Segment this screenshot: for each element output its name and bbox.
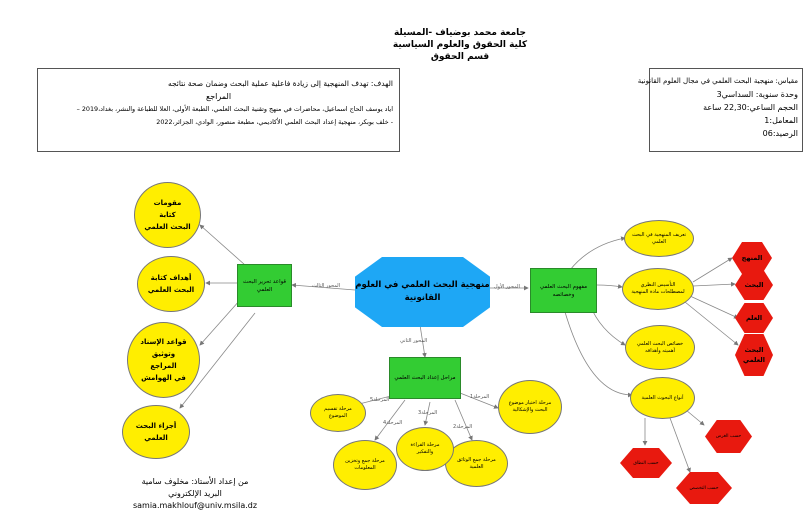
ellipse-methodology-definition: تعريف المنهجية في البحث العلمي	[624, 220, 694, 257]
edge-s2	[454, 399, 473, 441]
edge-left-e3	[199, 299, 241, 346]
ellipse-r1-label: تعريف المنهجية في البحث العلمي	[631, 231, 687, 245]
department-name: قسم الحقوق	[430, 52, 490, 62]
edge-left-e1	[199, 224, 246, 266]
reference-2: - خلف بوبكر، منهجية إعداد البحث العلمي ا…	[156, 118, 393, 126]
ellipse-writing-components: مقومات كتابة البحث العلمي	[134, 182, 201, 248]
references-title: المراجع	[205, 92, 232, 101]
course-unit: وحدة سنوية: السداسي3	[716, 90, 798, 99]
edge-s4	[374, 399, 406, 441]
edge-hex1	[692, 257, 733, 283]
ellipse-e3-line2: وتوثيق	[151, 350, 176, 358]
author-email[interactable]: samia.makhlouf@univ.msila.dz	[132, 501, 258, 510]
stage-label-4: المرحلة4	[383, 420, 403, 426]
hexagon-by-specialty-label: حسب التخصص	[689, 485, 719, 491]
hexagon-by-scope: حسب النطاق	[620, 448, 672, 478]
edge-s3	[423, 401, 431, 426]
ellipse-r2-label: التأسيس النظري لمصطلحات مادة المنهجية	[631, 282, 685, 295]
ellipse-e1-line2: كتابة	[159, 211, 176, 219]
stage-information-storage: مرحلة جمع وتخزين المعلومات	[333, 440, 397, 490]
ellipse-research-parts: أجزاء البحث العلمي	[122, 405, 190, 459]
goal-text: الهدف: تهدف المنهجية إلى زيادة فاعلية عم…	[167, 79, 393, 88]
stage-s1-label: مرحلة اختيار موضوع البحث والإشكالية	[508, 400, 552, 413]
green-node-writing-rules-label: قواعد تحرير البحث العلمي	[242, 278, 287, 293]
stage-s2-label: مرحلة جمع الوثائق العلمية	[457, 456, 496, 470]
faculty-name: كلية الحقوق والعلوم السياسية	[392, 40, 528, 50]
edge-center-bottom	[419, 324, 427, 358]
ellipse-e2-line2: البحث العلمي	[147, 286, 195, 294]
edge-right-r4	[564, 311, 633, 398]
stage-s5-label: مرحلة تقسيم الموضوع	[324, 406, 352, 419]
stage-label-2: المرحلة2	[453, 424, 473, 430]
ellipse-research-characteristics: خصائص البحث العلمي أهميته وأهدافه	[625, 325, 695, 370]
hexagon-method-label: المنهج	[741, 254, 763, 262]
green-node-writing-rules: قواعد تحرير البحث العلمي	[237, 264, 292, 307]
hexagon-h4-line2: العلمي	[743, 356, 765, 364]
edge-hex7	[669, 417, 691, 473]
edge-hex4	[684, 301, 739, 346]
central-title-line2: القانونية	[404, 293, 441, 303]
goal-references-box: الهدف: تهدف المنهجية إلى زيادة فاعلية عم…	[37, 68, 400, 152]
edge-center-left	[291, 282, 356, 291]
edge-hex2	[692, 281, 736, 287]
stage-label-3: المرحلة3	[418, 410, 438, 416]
ellipse-e3-line1: قواعد الإسناد	[140, 338, 187, 346]
reference-1: اياد يوسف الحاج اسماعيل، محاضرات في منهج…	[76, 105, 393, 113]
green-node-concept-label: مفهوم البحث العلمي وخصائصه	[539, 283, 588, 298]
ellipse-e2-line1: أهداف كتابة	[150, 274, 192, 282]
edge-left-e4	[179, 312, 256, 409]
ellipse-e4-line1: أجزاء البحث	[135, 422, 177, 430]
axis-label-2: المحور الثاني	[400, 338, 428, 344]
stage-s3-label: مرحلة القراءة والتفكير	[410, 442, 440, 455]
email-label: البريد الإلكتروني	[168, 489, 222, 498]
author-footer: من إعداد الأستاذ: مخلوف سامية البريد الإ…	[125, 476, 265, 512]
ellipse-r4-label: أنواع البحوث العلمية	[641, 394, 684, 401]
hexagon-method: المنهج	[732, 242, 772, 274]
hexagon-research-label: البحث	[744, 281, 764, 289]
ellipse-citation-rules: قواعد الإسناد وتوثيق المراجع في الهوامش	[127, 322, 200, 398]
stage-label-1: المرحلة1	[470, 394, 490, 400]
course-hours: الحجم الساعي:22,30 ساعة	[703, 103, 798, 112]
green-node-concept: مفهوم البحث العلمي وخصائصه	[530, 268, 597, 313]
ellipse-e4-line2: العلمي	[144, 434, 168, 442]
edge-hex3	[689, 295, 739, 319]
author-name: من إعداد الأستاذ: مخلوف سامية	[141, 477, 249, 486]
stage-document-collection: مرحلة جمع الوثائق العلمية	[445, 440, 508, 487]
course-credit: الرصيد:06	[762, 129, 798, 138]
stage-topic-selection: مرحلة اختيار موضوع البحث والإشكالية	[498, 380, 562, 434]
ellipse-r3-label: خصائص البحث العلمي أهميته وأهدافه	[636, 340, 684, 354]
hexagon-science-label: العلم	[745, 314, 763, 322]
hexagon-by-purpose-label: حسب الغرض	[715, 434, 742, 439]
green-node-stages-label: مراحل إعداد البحث العلمي	[394, 375, 456, 381]
central-topic: منهجية البحث العلمي في العلوم القانونية	[355, 257, 490, 327]
edge-right-r2	[596, 283, 623, 289]
green-node-stages: مراحل إعداد البحث العلمي	[389, 357, 461, 399]
header: جامعة محمد بوضياف -المسيلة كلية الحقوق و…	[330, 27, 590, 63]
edge-right-r1	[569, 236, 626, 271]
edge-s1	[459, 392, 499, 409]
ellipse-e1-line1: مقومات	[153, 199, 182, 207]
stage-s4-label: مرحلة جمع وتخزين المعلومات	[345, 458, 385, 471]
ellipse-writing-goals: أهداف كتابة البحث العلمي	[137, 256, 205, 312]
central-title-line1: منهجية البحث العلمي في العلوم	[355, 280, 490, 290]
course-info-box: مقياس: منهجية البحث العلمي في مجال العلو…	[637, 68, 803, 152]
course-coefficient: المعامل:1	[764, 116, 798, 125]
course-name: مقياس: منهجية البحث العلمي في مجال العلو…	[637, 77, 798, 85]
ellipse-e3-line4: في الهوامش	[141, 374, 186, 382]
hexagon-h4-line1: البحث	[744, 346, 764, 354]
ellipse-e3-line3: المراجع	[150, 362, 177, 370]
stage-reading-thinking: مرحلة القراءة والتفكير	[396, 427, 454, 471]
ellipse-research-types: أنواع البحوث العلمية	[630, 377, 695, 419]
ellipse-theoretical-foundation: التأسيس النظري لمصطلحات مادة المنهجية	[622, 268, 694, 310]
ellipse-e1-line3: البحث العلمي	[144, 223, 191, 231]
stage-topic-division: مرحلة تقسيم الموضوع	[310, 394, 366, 432]
hexagon-by-scope-label: حسب النطاق	[633, 460, 659, 466]
axis-label-1: المحور الأول	[494, 284, 520, 290]
stage-label-5: المرحلة5	[370, 397, 390, 403]
university-name: جامعة محمد بوضياف -المسيلة	[393, 28, 527, 38]
axis-label-3: المحور الثالث	[312, 283, 340, 289]
